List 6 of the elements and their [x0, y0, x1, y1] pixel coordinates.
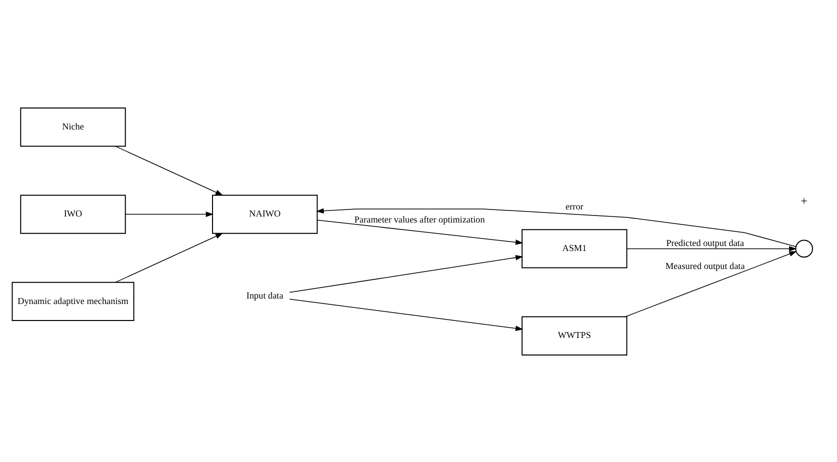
- edge-label: Parameter values after optimization: [354, 214, 485, 224]
- edge-label: error: [566, 200, 584, 211]
- edge-label: Measured output data: [665, 260, 745, 271]
- node-text: Input data: [246, 290, 284, 300]
- label: +: [800, 193, 808, 208]
- edge-label: Predicted output data: [666, 238, 744, 248]
